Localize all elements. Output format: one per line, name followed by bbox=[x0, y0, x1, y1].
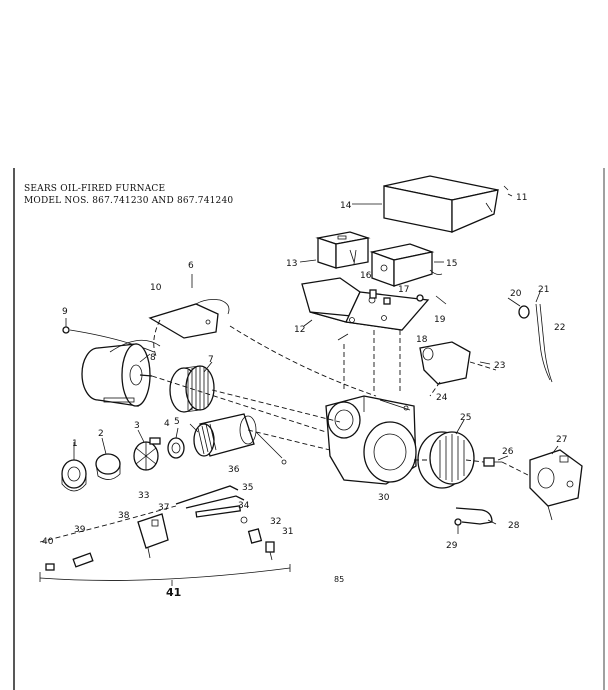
callout-26: 26 bbox=[502, 447, 514, 457]
part-39-40-parts bbox=[45, 552, 94, 571]
part-20-22-cable bbox=[518, 303, 553, 383]
callout-39: 39 bbox=[74, 525, 86, 535]
callout-6-top: 6 bbox=[188, 261, 194, 271]
callout-28: 28 bbox=[508, 521, 520, 531]
part-15-primary-control bbox=[369, 243, 443, 287]
part-4-ring bbox=[167, 437, 185, 459]
callout-21: 21 bbox=[538, 285, 549, 295]
callout-7: 7 bbox=[208, 355, 214, 365]
part-13-transformer bbox=[315, 231, 371, 269]
callout-29: 29 bbox=[446, 541, 458, 551]
part-30-burner-housing bbox=[325, 395, 417, 485]
callout-24-top: 24 bbox=[436, 393, 448, 403]
callout-14: 14 bbox=[340, 201, 352, 211]
page-number: 85 bbox=[334, 575, 345, 584]
screw-hardware-upper bbox=[62, 274, 193, 353]
callout-8: 8 bbox=[150, 353, 156, 363]
part-25-fan-ring bbox=[417, 431, 475, 489]
callout-23: 23 bbox=[494, 361, 505, 371]
part-5-capacitor bbox=[193, 413, 287, 465]
callout-4: 4 bbox=[164, 419, 170, 429]
part-37-38-bracket bbox=[137, 513, 169, 559]
callout-35: 35 bbox=[242, 483, 253, 493]
callout-30: 30 bbox=[378, 493, 390, 503]
part-3-fan-hub bbox=[133, 437, 161, 471]
part-16-17-fasteners bbox=[369, 289, 447, 305]
part-8-motor bbox=[81, 339, 161, 407]
callout-16: 16 bbox=[360, 271, 372, 281]
callout-31: 31 bbox=[282, 527, 293, 537]
part-12-mounting-plate bbox=[301, 277, 430, 331]
callout-18: 18 bbox=[416, 335, 428, 345]
part-18-19-electrode bbox=[419, 341, 497, 385]
part-28-oil-line bbox=[454, 507, 493, 534]
part-1-coupling bbox=[61, 459, 87, 492]
assembly-centerlines bbox=[39, 319, 531, 543]
part-2-sleeve bbox=[95, 453, 121, 480]
callout-36: 36 bbox=[228, 465, 240, 475]
part-34-36-linkage bbox=[175, 485, 248, 524]
callout-12: 12 bbox=[294, 325, 305, 335]
part-7-blower-wheel bbox=[169, 365, 215, 413]
callout-20: 20 bbox=[510, 289, 522, 299]
callout-1: 1 bbox=[72, 439, 78, 449]
callout-38: 38 bbox=[118, 511, 130, 521]
callout-leaders bbox=[73, 193, 559, 525]
callout-27: 27 bbox=[556, 435, 567, 445]
callout-13: 13 bbox=[286, 259, 297, 269]
callout-32: 32 bbox=[270, 517, 281, 527]
header-title: SEARS OIL-FIRED FURNACE bbox=[24, 184, 166, 194]
callout-34: 34 bbox=[238, 501, 250, 511]
callout-5: 5 bbox=[174, 417, 180, 427]
callout-numbers: 1 2 3 4 5 6 7 8 9 10 11 12 13 14 15 16 1… bbox=[42, 193, 567, 599]
callout-22: 22 bbox=[554, 323, 565, 333]
callout-17: 17 bbox=[398, 285, 409, 295]
callout-19: 19 bbox=[434, 315, 446, 325]
part-27-fuel-pump bbox=[529, 449, 583, 521]
callout-37: 37 bbox=[158, 503, 169, 513]
callout-40: 40 bbox=[42, 537, 54, 547]
callout-11-top: 11 bbox=[516, 193, 527, 203]
group-41-bracket bbox=[39, 564, 291, 586]
callout-33: 33 bbox=[138, 491, 149, 501]
callout-15: 15 bbox=[446, 259, 457, 269]
callout-9-left: 9 bbox=[62, 307, 68, 317]
callout-2: 2 bbox=[98, 429, 104, 439]
header-model-numbers: MODEL NOS. 867.741230 AND 867.741240 bbox=[24, 196, 234, 206]
callout-41: 41 bbox=[166, 586, 181, 599]
callout-10: 10 bbox=[150, 283, 162, 293]
part-14-burner-cover bbox=[383, 175, 509, 233]
callout-3: 3 bbox=[134, 421, 140, 431]
callout-25: 25 bbox=[460, 413, 471, 423]
part-31-33-fittings bbox=[247, 528, 275, 561]
part-10-air-baffle bbox=[148, 299, 230, 339]
